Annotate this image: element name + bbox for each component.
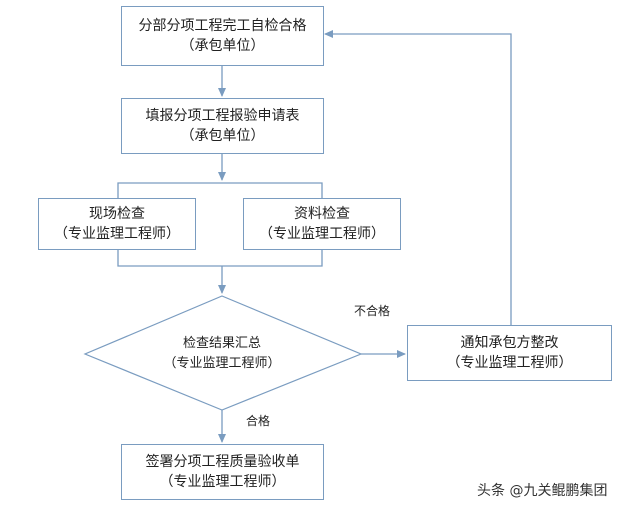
node-rectify: 通知承包方整改 （专业监理工程师）	[407, 325, 612, 381]
node-self-check-line1: 分部分项工程完工自检合格	[138, 18, 307, 34]
node-apply-line1: 填报分项工程报验申请表	[145, 108, 300, 124]
arrow-rectify-to-selfcheck	[324, 30, 512, 325]
node-sign-line2: （专业监理工程师）	[159, 474, 286, 490]
node-rectify-line2: （专业监理工程师）	[446, 355, 573, 371]
split-bracket	[117, 182, 323, 198]
node-apply-line2: （承包单位）	[180, 128, 265, 144]
node-site-check: 现场检查 （专业监理工程师）	[38, 198, 196, 250]
node-self-check-line2: （承包单位）	[180, 38, 265, 54]
node-summary: 检查结果汇总 （专业监理工程师）	[130, 330, 314, 378]
node-doc-check: 资料检查 （专业监理工程师）	[243, 198, 401, 250]
node-site-check-line2: （专业监理工程师）	[54, 226, 180, 242]
node-sign: 签署分项工程质量验收单 （专业监理工程师）	[121, 444, 324, 500]
node-summary-line1: 检查结果汇总	[182, 336, 261, 351]
node-doc-check-line1: 资料检查	[294, 206, 350, 222]
edge-label-pass: 合格	[246, 414, 271, 428]
node-summary-line2: （专业监理工程师）	[163, 356, 281, 371]
node-rectify-line1: 通知承包方整改	[460, 335, 559, 351]
merge-bracket	[117, 250, 323, 267]
node-site-check-line1: 现场检查	[89, 206, 145, 222]
watermark: 头条 @九关鲲鹏集团	[477, 483, 608, 499]
node-sign-line1: 签署分项工程质量验收单	[145, 454, 300, 470]
node-apply: 填报分项工程报验申请表 （承包单位）	[121, 98, 324, 154]
edge-label-fail: 不合格	[354, 304, 391, 318]
decision-diamond	[83, 295, 363, 411]
node-doc-check-line2: （专业监理工程师）	[259, 226, 385, 242]
node-self-check: 分部分项工程完工自检合格 （承包单位）	[121, 6, 324, 66]
